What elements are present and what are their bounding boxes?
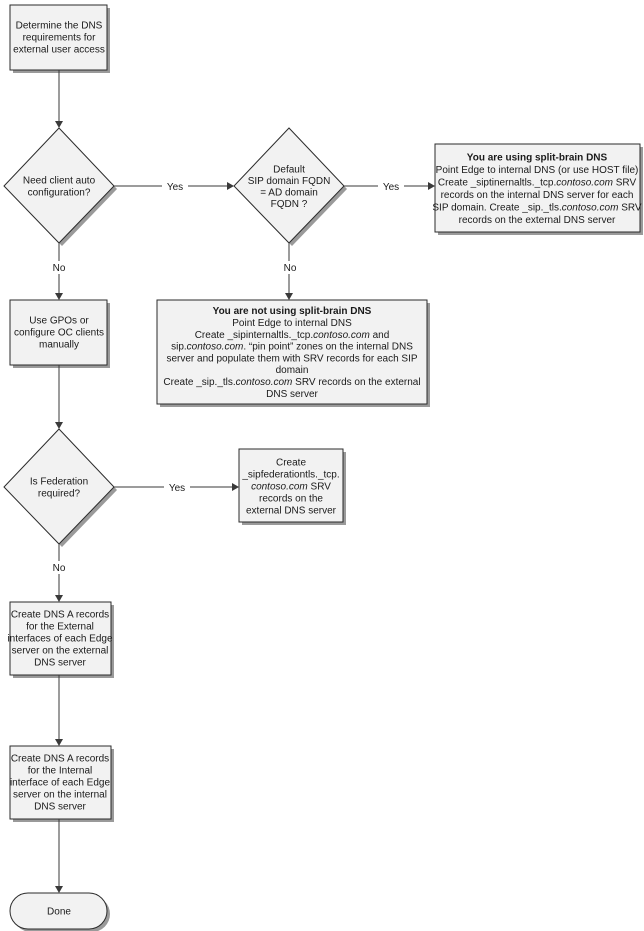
label-bg [278,261,302,274]
done-text: Done [47,907,71,918]
external-a-line-3-run-0: server on the external [12,646,109,657]
not-split-brain-box [156,299,428,405]
internal-a-line-3-run-0: server on the internal [13,790,107,801]
split-brain-line-4-run-0: SIP domain. Create _sip._tls. [432,202,561,213]
split-brain-text: You are using split-brain DNS Point Edge … [432,152,642,226]
not-split-brain-line-7-run-0: DNS server [266,389,318,400]
fed-no-label: No [53,563,66,574]
federation-srv-line-3-run-0: records on the [259,494,323,505]
label-bg [378,180,404,193]
internal-a-line-2-run-0: interface of each Edge [10,778,111,789]
arrowhead [55,121,63,128]
not-split-brain-line-4-run-0: server and populate them with SRV record… [166,353,417,364]
external-a-line-0-run-0: Create DNS A records [11,610,109,621]
split-brain-line-2-run-1: contoso.com [556,177,613,188]
label-bg [48,561,72,574]
federation-srv-text: Create_sipfederationtls._tcp.contoso.com… [241,458,339,517]
fqdn-yes-label: Yes [383,182,399,193]
arrowhead [55,886,63,893]
gpo-line-1-run-0: configure OC clients [14,328,104,339]
not-split-brain-line-3-run-0: sip. [171,342,187,353]
gpo-line-0-run-0: Use GPOs or [29,316,89,327]
split-brain-line-3-run-0: records on the internal DNS server for e… [441,190,634,201]
arrowhead [285,293,293,300]
split-brain-box [434,143,641,233]
internal-a-line-1-run-0: for the Internal [28,766,92,777]
fqdn-no-label: No [284,263,297,274]
fed-yes-label: Yes [169,483,185,494]
internal-a-line-0-run-0: Create DNS A records [11,754,109,765]
arrowhead [55,422,63,429]
split-brain-line-0-run-0: You are using split-brain DNS [467,152,608,163]
label-bg [162,180,188,193]
arrowhead [227,182,234,190]
sip-fqdn-line-1-run-0: SIP domain FQDN [248,176,331,187]
not-split-brain-line-1-run-0: Point Edge to internal DNS [232,318,352,329]
connectors [55,70,435,893]
auto-no-label: No [53,263,66,274]
split-brain-line-4-run-1: contoso.com [562,202,619,213]
split-brain-line-1-run-0: Point Edge to internal DNS (or use HOST … [436,165,639,176]
arrowhead [55,739,63,746]
not-split-brain-line-0-run-0: You are not using split-brain DNS [213,306,372,317]
label-bg [48,261,72,274]
split-brain-line-2-run-2: SRV [613,177,636,188]
internal-a-line-4-run-0: DNS server [34,802,86,813]
arrowhead [428,182,435,190]
label-bg [164,481,190,494]
external-a-line-2-run-0: interfaces of each Edge [7,634,113,645]
split-brain-line-4-run-2: SRV [618,202,641,213]
not-split-brain-line-2-run-0: Create _sipinternaltls._tcp. [195,330,313,341]
start-box [9,4,108,71]
federation-srv-line-4-run-0: external DNS server [246,506,337,517]
federation-srv-line-1-run-0: _sipfederationtls._tcp. [241,470,339,481]
not-split-brain-line-6-run-0: Create _sip._tls. [163,377,235,388]
auto-yes-label: Yes [167,182,183,193]
sip-fqdn-line-2-run-0: = AD domain [260,187,318,198]
federation-srv-line-2-run-0: contoso.com [251,482,308,493]
not-split-brain-line-2-run-2: and [370,330,389,341]
start-line-2-run-0: external user access [13,45,105,56]
sip-fqdn-line-3-run-0: FQDN ? [271,199,308,210]
not-split-brain-line-3-run-2: . “pin point” zones on the internal DNS [243,342,413,353]
not-split-brain-line-5-run-0: domain [276,365,309,376]
federation-line-1-run-0: required? [38,489,81,500]
federation-srv-line-2-run-1: SRV [308,482,331,493]
gpo-line-2-run-0: manually [39,340,79,351]
external-a-line-1-run-0: for the External [26,622,94,633]
arrowhead [55,293,63,300]
external-a-box [9,601,112,676]
start-line-0-run-0: Determine the DNS [16,21,103,32]
done-terminal [9,892,108,930]
external-a-line-4-run-0: DNS server [34,658,86,669]
split-brain-line-2-run-0: Create _siptinernaltls._tcp. [438,177,556,188]
done-line-0-run-0: Done [47,907,71,918]
federation-srv-line-0-run-0: Create [276,458,306,469]
auto-config-line-0-run-0: Need client auto [23,176,96,187]
not-split-brain-line-6-run-2: SRV records on the external [292,377,420,388]
internal-a-box [9,745,112,820]
federation-srv-box [238,448,344,523]
arrowhead [55,595,63,602]
start-line-1-run-0: requirements for [23,33,96,44]
not-split-brain-line-6-run-1: contoso.com [236,377,293,388]
auto-config-line-1-run-0: configuration? [28,188,91,199]
not-split-brain-line-3-run-1: contoso.com [187,342,244,353]
federation-line-0-run-0: Is Federation [30,477,88,488]
arrowhead [232,483,239,491]
sip-fqdn-line-0-run-0: Default [273,164,305,175]
not-split-brain-line-2-run-1: contoso.com [313,330,370,341]
split-brain-line-5-run-0: records on the external DNS server [459,215,616,226]
